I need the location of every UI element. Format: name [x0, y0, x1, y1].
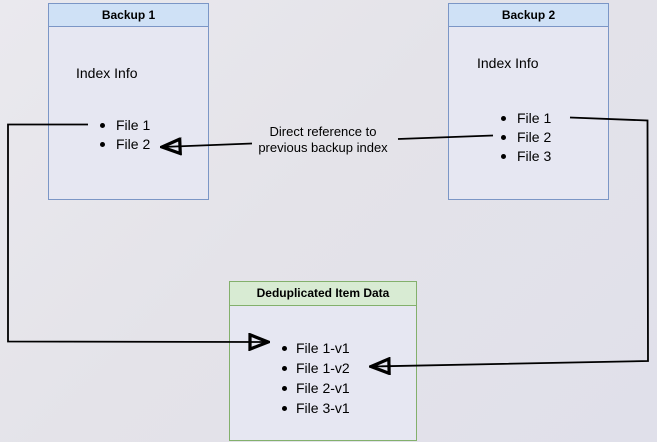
backup2-index-info-label: Index Info: [477, 55, 539, 71]
dedup-item: File 1-v1: [282, 338, 350, 358]
dedup-item: File 3-v1: [282, 398, 350, 418]
backup1-box: Backup 1 Index Info File 1 File 2: [48, 3, 209, 200]
backup2-box: Backup 2 Index Info File 1 File 2 File 3: [448, 3, 609, 200]
annotation-line2: previous backup index: [258, 140, 388, 155]
file-item: File 2: [100, 135, 150, 154]
backup1-title: Backup 1: [49, 4, 208, 27]
file-item: File 2: [501, 128, 551, 147]
dedup-title: Deduplicated Item Data: [230, 282, 416, 306]
file-item: File 1: [501, 109, 551, 128]
backup1-index-info-label: Index Info: [76, 65, 138, 81]
backup2-title: Backup 2: [449, 4, 608, 27]
dedup-item-list: File 1-v1 File 1-v2 File 2-v1 File 3-v1: [282, 338, 350, 418]
direct-reference-annotation: Direct reference to previous backup inde…: [242, 124, 404, 156]
backup1-file-list: File 1 File 2: [100, 116, 150, 154]
dedup-item: File 2-v1: [282, 378, 350, 398]
file-item: File 3: [501, 147, 551, 166]
dedup-box: Deduplicated Item Data File 1-v1 File 1-…: [229, 281, 417, 441]
file-item: File 1: [100, 116, 150, 135]
annotation-line1: Direct reference to: [269, 124, 377, 139]
dedup-item: File 1-v2: [282, 358, 350, 378]
backup2-file-list: File 1 File 2 File 3: [501, 109, 551, 166]
